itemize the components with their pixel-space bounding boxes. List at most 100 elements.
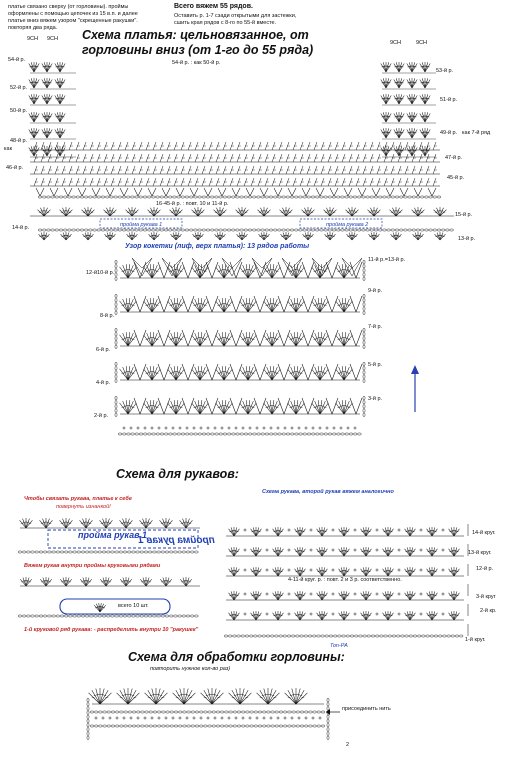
sleeve-round-12: 12-й р. — [476, 566, 494, 572]
yoke-diamond — [341, 257, 363, 277]
yoke-shell — [335, 264, 353, 279]
row-label-14: 14-й р. — [12, 225, 30, 231]
band-shell — [170, 232, 182, 241]
band-shell — [60, 232, 72, 241]
sleeve-sample-shell — [139, 577, 153, 587]
sleeve-round-shell — [272, 567, 284, 577]
yoke-shell — [191, 400, 209, 415]
sleeve-round-shell — [228, 547, 240, 557]
sleeve-round-shell — [316, 547, 328, 557]
band-shell — [324, 232, 336, 241]
right-shell — [419, 112, 431, 123]
band-shell — [346, 232, 358, 241]
sleeve-round-shell — [360, 611, 372, 621]
yoke-shell — [215, 298, 233, 313]
vch-label-left-b: 9СН — [47, 36, 59, 42]
sleeve-sample-shell — [99, 518, 113, 529]
yoke-shell — [119, 366, 137, 381]
neck-shell — [144, 688, 168, 705]
left-shell — [41, 62, 53, 73]
neck-title: Схема для обработки горловины: — [128, 650, 345, 664]
yoke-row-8: 8-й р. — [100, 313, 115, 319]
band-shell — [192, 232, 204, 241]
yoke-title: Узор кокетки (лиф, верх платья): 13 рядо… — [125, 243, 310, 250]
right-shell — [380, 62, 392, 73]
sleeve-round-shell — [448, 567, 460, 577]
band-shell — [235, 207, 249, 217]
sleeve-round-shell — [382, 527, 394, 537]
sleeve-round-3: 3-й круг — [476, 594, 496, 600]
right-shell — [406, 62, 418, 73]
left-shell — [54, 62, 66, 73]
yoke-shell — [191, 298, 209, 313]
sleeve-round-shell — [360, 591, 372, 601]
yoke-shell — [119, 400, 137, 415]
sleeve-round-shell — [382, 611, 394, 621]
sleeve-sample-shell — [59, 577, 73, 587]
band-shell — [389, 207, 403, 217]
sleeve-round-shell — [426, 527, 438, 537]
band-shell — [38, 232, 50, 241]
right-shell — [406, 94, 418, 105]
yoke-row-11: 11-й р.=13-й р. — [368, 257, 406, 263]
left-shell — [41, 128, 53, 139]
yoke-row-2: 2-й р. — [94, 413, 109, 419]
sleeve-round-shell — [338, 547, 350, 557]
left-shell — [54, 94, 66, 105]
yoke-shell — [167, 366, 185, 381]
sleeve-round-shell — [272, 611, 284, 621]
left-shell — [54, 78, 66, 89]
row-label-47: 47-й р. — [445, 155, 463, 161]
intro-right-line-3: сшить края рядов с 8-го по 55-й вместе. — [174, 20, 277, 26]
band-shell — [147, 207, 161, 217]
sleeve-sample-shell — [19, 518, 33, 529]
yoke-shell — [119, 298, 137, 313]
sleeve-round-14: 14-й круг. — [472, 530, 496, 536]
sleeve-sample-shell — [139, 518, 153, 529]
left-shell — [54, 128, 66, 139]
band-shell — [258, 232, 270, 241]
yoke-shell — [287, 366, 305, 381]
yoke-shell — [335, 298, 353, 313]
sleeve-sample-shell — [79, 577, 93, 587]
neck-corner-number: 2 — [346, 742, 350, 748]
yoke-shell — [239, 264, 257, 279]
band-shell — [236, 232, 248, 241]
sleeve-sample-shell — [39, 577, 53, 587]
yoke-row-5: 5-й р. — [368, 362, 383, 368]
row-label-53: 53-й р. — [436, 68, 454, 74]
band-shell — [345, 207, 359, 217]
sleeve-first-round: 1-й круговой ряд рукава: - распределить … — [24, 627, 199, 633]
yoke-shell — [215, 366, 233, 381]
sleeve-round-note: Вяжем рукав внутри проймы круговыми ряда… — [24, 563, 161, 569]
neck-subtitle: повторить нужное кол-во раз) — [150, 666, 231, 672]
band-shell — [302, 232, 314, 241]
left-shell — [28, 128, 40, 139]
band-shell — [367, 207, 381, 217]
yoke-shell — [263, 264, 281, 279]
yoke-shell — [119, 264, 137, 279]
sleeve-repeat-note: 4-11-й круг. р. : повт. 2 и 3 р. соответ… — [288, 577, 402, 583]
yoke-shell — [311, 400, 329, 415]
sleeve-round-shell — [272, 547, 284, 557]
row-label-54: 54-й р. — [8, 57, 26, 63]
note-54-row: 54-й р. : как 50-й р. — [172, 60, 221, 66]
yoke-diamond — [161, 257, 183, 277]
neck-chart — [86, 688, 340, 740]
sleeve-round-shell — [382, 547, 394, 557]
right-shell — [380, 128, 392, 139]
sleeve-round-shell — [338, 591, 350, 601]
yoke-shell — [263, 332, 281, 347]
yoke-chart — [114, 257, 366, 436]
right-shell — [419, 78, 431, 89]
yoke-shell — [143, 332, 161, 347]
left-shell — [28, 78, 40, 89]
right-shell — [393, 146, 405, 157]
left-shell — [54, 146, 66, 157]
yoke-shell — [311, 332, 329, 347]
yoke-shell — [167, 400, 185, 415]
right-shell — [419, 94, 431, 105]
right-shell — [406, 146, 418, 157]
row-label-45: 45-й р. — [447, 175, 465, 181]
